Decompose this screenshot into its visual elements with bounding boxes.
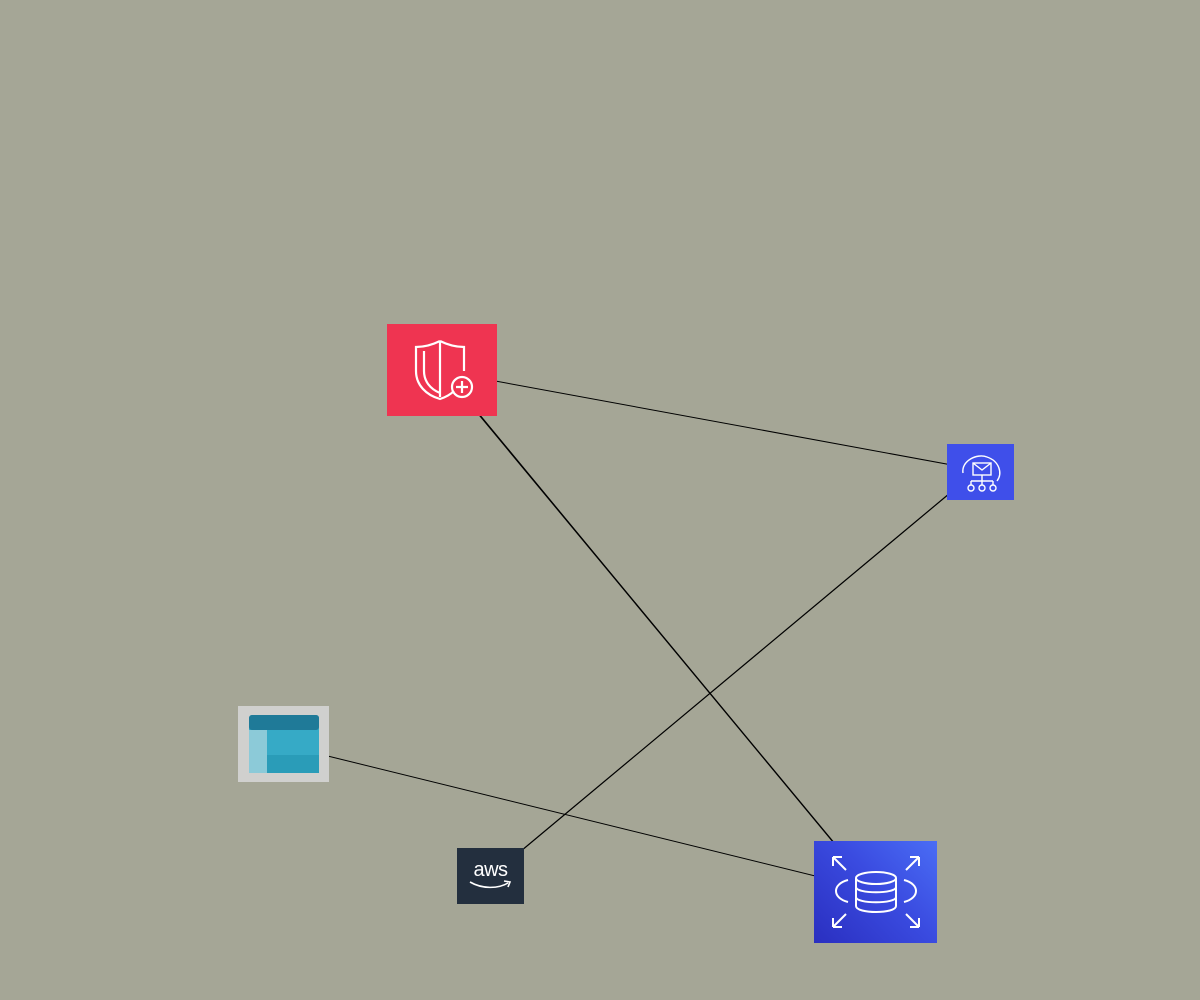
window-node[interactable]: [238, 706, 329, 782]
edge-mail-to-shield: [440, 368, 980, 471]
aws-node[interactable]: aws: [457, 848, 524, 904]
shield-node[interactable]: [387, 324, 497, 416]
edge-window-to-database: [282, 744, 873, 892]
browser-window-icon: [248, 715, 319, 773]
aws-logo-icon: aws: [468, 859, 514, 891]
aws-logo-text: aws: [473, 859, 508, 881]
database-node[interactable]: [814, 841, 937, 943]
edge-database-to-shield: [442, 369, 873, 890]
shield-plus-icon: [414, 340, 474, 401]
mail-hub-icon: [961, 455, 1000, 492]
scalable-database-icon: [831, 856, 920, 928]
mail-node[interactable]: [947, 444, 1014, 500]
edge-mail-to-aws: [489, 468, 980, 878]
aws-smile-icon: [469, 880, 511, 889]
